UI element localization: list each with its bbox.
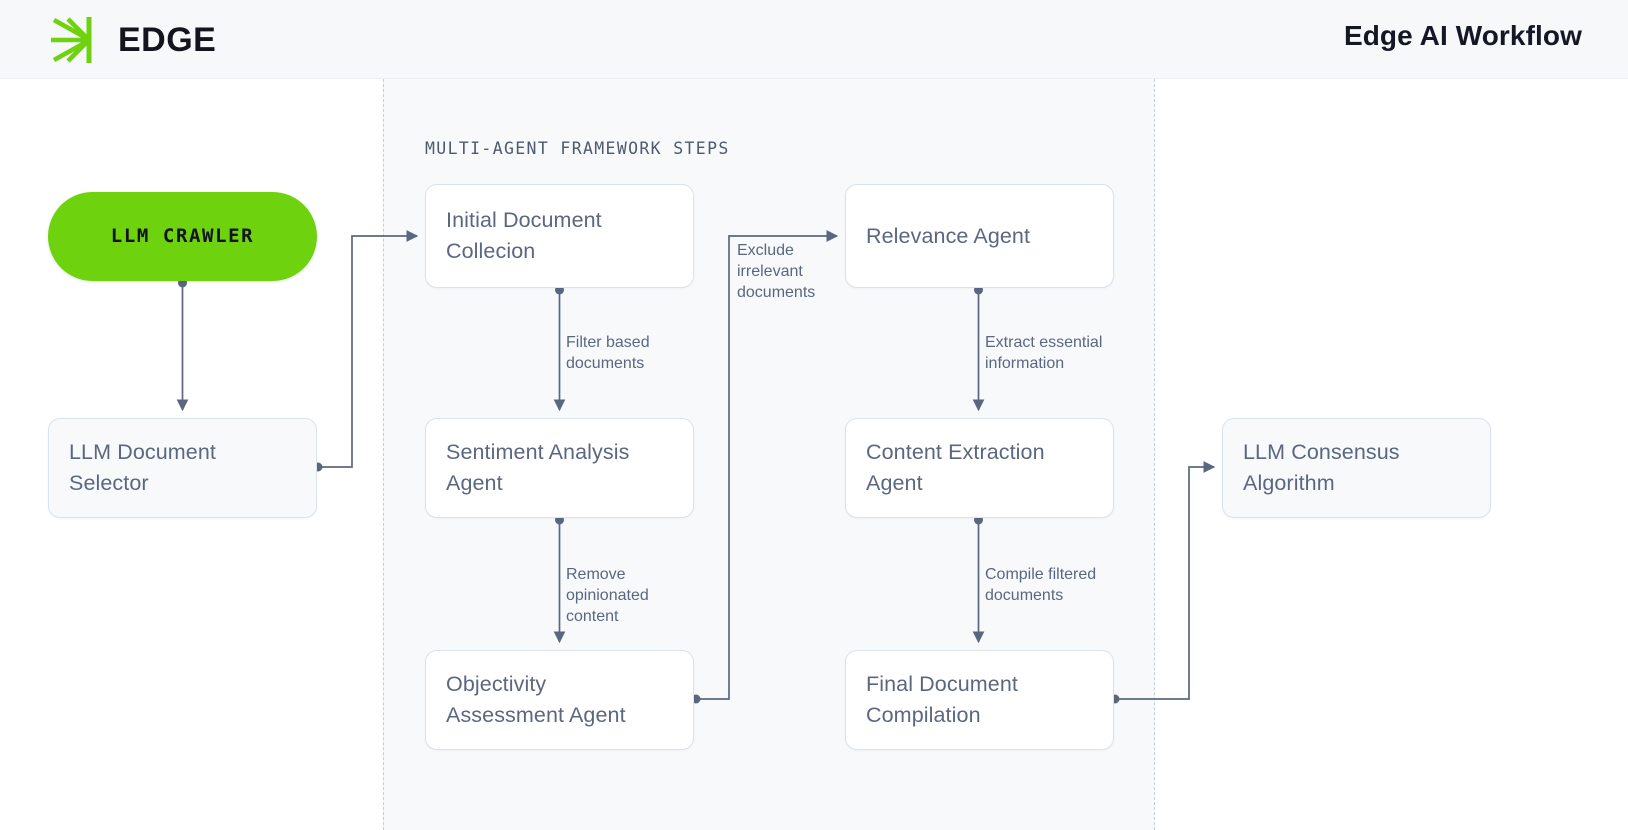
node-llm-document-selector[interactable]: LLM Document Selector xyxy=(48,418,317,518)
node-label: Sentiment Analysis Agent xyxy=(446,440,630,495)
edge-label-extract-essential-information: Extract essential information xyxy=(985,334,1103,372)
node-llm-consensus-algorithm[interactable]: LLM Consensus Algorithm xyxy=(1222,418,1491,518)
node-label: LLM CRAWLER xyxy=(110,225,255,247)
node-label: Relevance Agent xyxy=(866,223,1031,248)
node-sentiment-analysis-agent[interactable]: Sentiment Analysis Agent xyxy=(425,418,694,518)
node-content-extraction-agent[interactable]: Content Extraction Agent xyxy=(845,418,1114,518)
region-label: MULTI-AGENT FRAMEWORK STEPS xyxy=(425,139,730,158)
connector-crawler-to-selector xyxy=(176,278,189,412)
node-objectivity-assessment-agent[interactable]: Objectivity Assessment Agent xyxy=(425,650,694,750)
node-label: Objectivity Assessment Agent xyxy=(446,672,626,727)
node-llm-crawler[interactable]: LLM CRAWLER xyxy=(48,192,317,281)
brand[interactable]: EDGE xyxy=(46,12,216,68)
page-title: Edge AI Workflow xyxy=(1343,20,1582,51)
node-label: LLM Document Selector xyxy=(69,440,216,495)
edge-label-compile-filtered-documents: Compile filtered documents xyxy=(985,566,1097,604)
node-final-document-compilation[interactable]: Final Document Compilation xyxy=(845,650,1114,750)
edge-burst-logo-icon xyxy=(46,12,102,68)
edge-label-exclude-irrelevant-documents: Exclude irrelevant documents xyxy=(737,242,816,301)
node-initial-document-collecion[interactable]: Initial Document Collecion xyxy=(425,184,694,288)
node-label: LLM Consensus Algorithm xyxy=(1243,440,1400,495)
node-label: Content Extraction Agent xyxy=(866,440,1045,495)
node-label: Initial Document Collecion xyxy=(446,208,602,263)
edge-label-filter-based-documents: Filter based documents xyxy=(566,334,650,372)
node-relevance-agent[interactable]: Relevance Agent xyxy=(845,184,1114,288)
node-label: Final Document Compilation xyxy=(866,672,1018,727)
brand-name: EDGE xyxy=(118,20,217,59)
edge-label-remove-opinionated-content: Remove opinionated content xyxy=(566,566,649,625)
app-header: EDGE Edge AI Workflow xyxy=(0,0,1628,79)
